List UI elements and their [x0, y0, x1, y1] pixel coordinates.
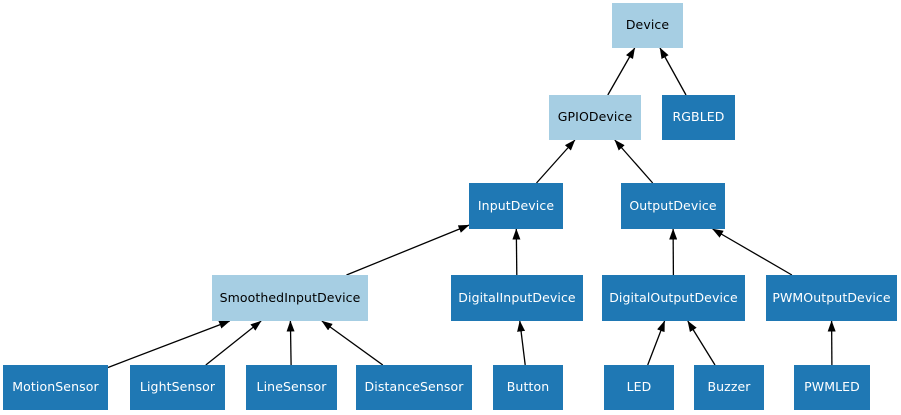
- class-node-label: InputDevice: [477, 197, 555, 213]
- class-node-label: PWMLED: [804, 379, 860, 395]
- class-node-label: LightSensor: [139, 379, 216, 395]
- class-node-label: OutputDevice: [629, 197, 717, 213]
- class-node-inputdevice: InputDevice: [469, 183, 563, 229]
- class-node-label: DistanceSensor: [364, 379, 464, 395]
- class-node-label: PWMOutputDevice: [772, 289, 891, 305]
- class-node-label: SmoothedInputDevice: [219, 289, 361, 305]
- class-node-label: LED: [626, 379, 652, 395]
- class-node-label: Buzzer: [707, 379, 751, 395]
- class-node-label: GPIODevice: [557, 109, 633, 125]
- class-node-label: LineSensor: [256, 379, 327, 395]
- class-node-rgbled: RGBLED: [662, 95, 735, 140]
- inheritance-edge-buzzer-to-digitaloutputdevice: [687, 320, 716, 366]
- class-node-outputdevice: OutputDevice: [621, 183, 725, 229]
- inheritance-edge-outputdevice-to-gpiodevice: [614, 139, 654, 184]
- inheritance-edge-distancesensor-to-smoothedinputdevice: [321, 320, 384, 366]
- inheritance-edge-button-to-digitalinputdevice: [517, 320, 526, 366]
- class-node-motionsensor: MotionSensor: [3, 365, 108, 410]
- class-node-label: RGBLED: [672, 109, 725, 125]
- inheritance-edge-digitalinputdevice-to-inputdevice: [512, 228, 521, 276]
- class-node-label: DigitalInputDevice: [458, 289, 576, 305]
- inheritance-edge-led-to-digitaloutputdevice: [647, 320, 666, 366]
- inheritance-edge-lightsensor-to-smoothedinputdevice: [205, 320, 262, 366]
- class-node-label: DigitalOutputDevice: [609, 289, 738, 305]
- class-node-led: LED: [604, 365, 674, 410]
- class-node-linesensor: LineSensor: [246, 365, 337, 410]
- inheritance-edge-smoothedinputdevice-to-inputdevice: [346, 224, 470, 276]
- class-node-buzzer: Buzzer: [694, 365, 764, 410]
- class-node-digitaloutputdevice: DigitalOutputDevice: [602, 275, 745, 321]
- class-node-label: Device: [625, 17, 670, 33]
- inheritance-edge-linesensor-to-smoothedinputdevice: [286, 320, 295, 366]
- class-node-label: MotionSensor: [12, 379, 99, 395]
- class-node-lightsensor: LightSensor: [130, 365, 225, 410]
- inheritance-edge-motionsensor-to-smoothedinputdevice: [107, 320, 231, 369]
- inheritance-edge-inputdevice-to-gpiodevice: [536, 139, 576, 184]
- class-node-gpiodevice: GPIODevice: [549, 95, 641, 140]
- class-node-distancesensor: DistanceSensor: [356, 365, 472, 410]
- class-node-smoothedinputdevice: SmoothedInputDevice: [212, 275, 368, 321]
- class-node-digitalinputdevice: DigitalInputDevice: [451, 275, 583, 321]
- inheritance-edge-pwmoutputdevice-to-outputdevice: [712, 228, 793, 276]
- inheritance-edge-rgbled-to-device: [659, 47, 687, 96]
- class-node-pwmled: PWMLED: [794, 365, 870, 410]
- class-node-device: Device: [612, 3, 683, 48]
- inheritance-edge-gpiodevice-to-device: [607, 47, 636, 96]
- class-node-pwmoutputdevice: PWMOutputDevice: [766, 275, 897, 321]
- class-node-button: Button: [493, 365, 563, 410]
- class-node-label: Button: [506, 379, 550, 395]
